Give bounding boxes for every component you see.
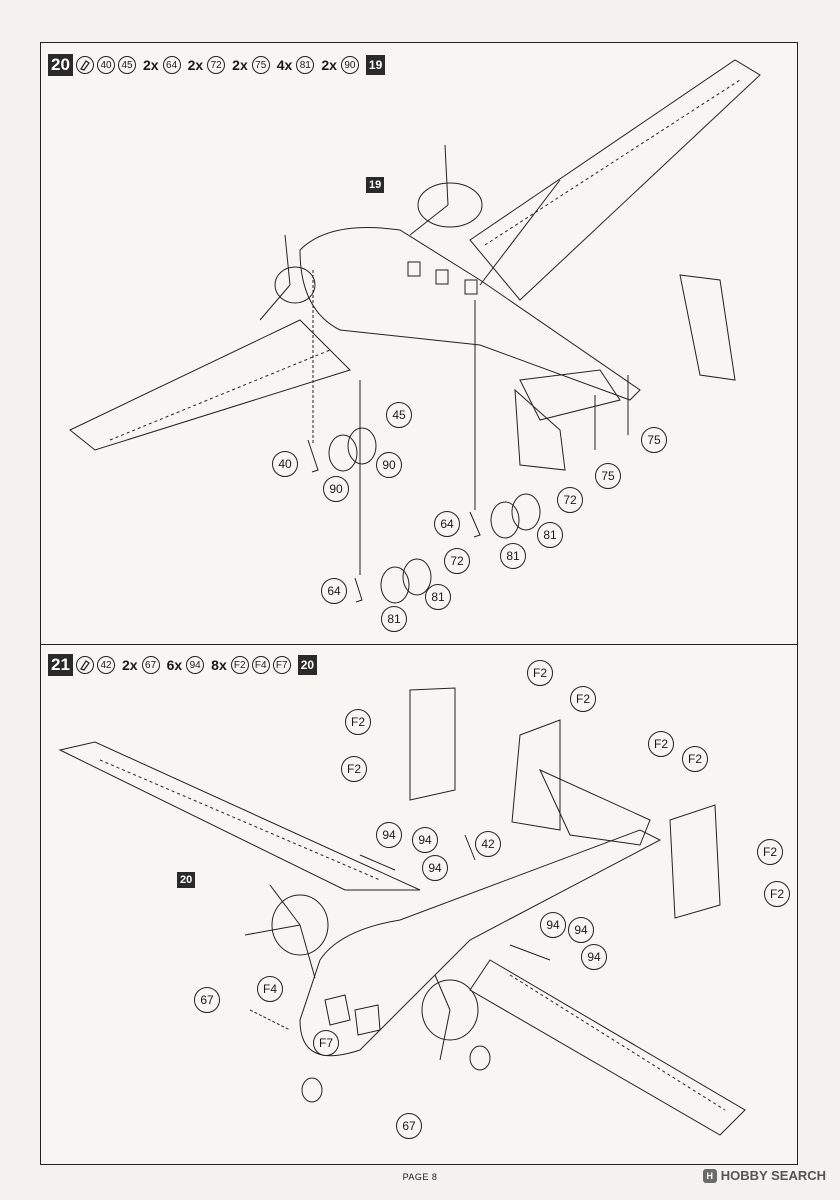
callout-94: 94: [568, 917, 594, 943]
callout-94: 94: [581, 944, 607, 970]
part-75: 75: [251, 56, 270, 74]
callout-42: 42: [475, 831, 501, 857]
glue-icon: [76, 656, 94, 674]
part-90: 90: [340, 56, 359, 74]
callout-F2: F2: [341, 756, 367, 782]
part-81: 81: [296, 56, 315, 74]
callout-F2: F2: [764, 881, 790, 907]
multiplier: 4x: [276, 57, 293, 73]
callout-F4: F4: [257, 976, 283, 1002]
glue-icon: [76, 56, 94, 74]
callout-67: 67: [194, 987, 220, 1013]
step-21-ref: 20: [297, 655, 318, 675]
part-67: 67: [141, 656, 160, 674]
callout-64: 64: [434, 511, 460, 537]
callout-64: 64: [321, 578, 347, 604]
step-20-number: 20: [48, 54, 73, 76]
callout-94: 94: [376, 822, 402, 848]
part-42: 42: [97, 656, 115, 674]
multiplier: 2x: [122, 657, 138, 673]
brand-watermark: H HOBBY SEARCH: [702, 1168, 826, 1183]
step-21-number: 21: [48, 654, 73, 676]
callout-81: 81: [500, 543, 526, 569]
callout-94: 94: [412, 827, 438, 853]
step-21-model-ref: 20: [177, 872, 196, 888]
multiplier: 2x: [321, 57, 337, 73]
callout-90: 90: [376, 452, 402, 478]
callout-67: 67: [396, 1113, 422, 1139]
multiplier: 2x: [143, 57, 159, 73]
step-21-header: 21 42 2x 67 6x 94 8x F2 F4 F7 20: [48, 654, 318, 676]
callout-75: 75: [641, 427, 667, 453]
multiplier: 8x: [211, 657, 227, 673]
callout-75: 75: [595, 463, 621, 489]
part-F4: F4: [251, 656, 270, 674]
hobby-search-logo-icon: H: [702, 1168, 717, 1183]
callout-F2: F2: [682, 746, 708, 772]
callout-94: 94: [422, 855, 448, 881]
part-94: 94: [186, 656, 205, 674]
callout-F7: F7: [313, 1030, 339, 1056]
multiplier: 2x: [232, 57, 248, 73]
step-20-ref: 19: [365, 55, 386, 75]
callout-F2: F2: [527, 660, 553, 686]
callout-F2: F2: [345, 709, 371, 735]
instruction-frame: [40, 42, 798, 1165]
callout-F2: F2: [570, 686, 596, 712]
callout-F2: F2: [757, 839, 783, 865]
page-number: PAGE 8: [402, 1172, 438, 1182]
step-divider: [40, 644, 798, 645]
callout-40: 40: [272, 451, 298, 477]
part-72: 72: [207, 56, 226, 74]
callout-45: 45: [386, 402, 412, 428]
landing-gear-parts: [307, 427, 541, 604]
callout-90: 90: [323, 476, 349, 502]
callout-94: 94: [540, 912, 566, 938]
callout-72: 72: [444, 548, 470, 574]
multiplier: 6x: [166, 657, 183, 673]
multiplier: 2x: [187, 57, 204, 73]
step-20-model-ref: 19: [366, 177, 385, 193]
callout-72: 72: [557, 487, 583, 513]
part-64: 64: [162, 56, 181, 74]
aircraft-front-view: [58, 687, 746, 1136]
brand-name: HOBBY SEARCH: [720, 1168, 826, 1183]
callout-81: 81: [381, 606, 407, 632]
callout-81: 81: [537, 522, 563, 548]
part-F2: F2: [230, 656, 249, 674]
callout-F2: F2: [648, 731, 674, 757]
part-40: 40: [97, 56, 115, 74]
step-20-header: 20 40 45 2x 64 2x 72 2x 75 4x 81 2x 90 1…: [48, 54, 386, 76]
part-45: 45: [118, 56, 136, 74]
aircraft-top-view: [69, 59, 761, 575]
part-F7: F7: [272, 656, 291, 674]
callout-81: 81: [425, 584, 451, 610]
